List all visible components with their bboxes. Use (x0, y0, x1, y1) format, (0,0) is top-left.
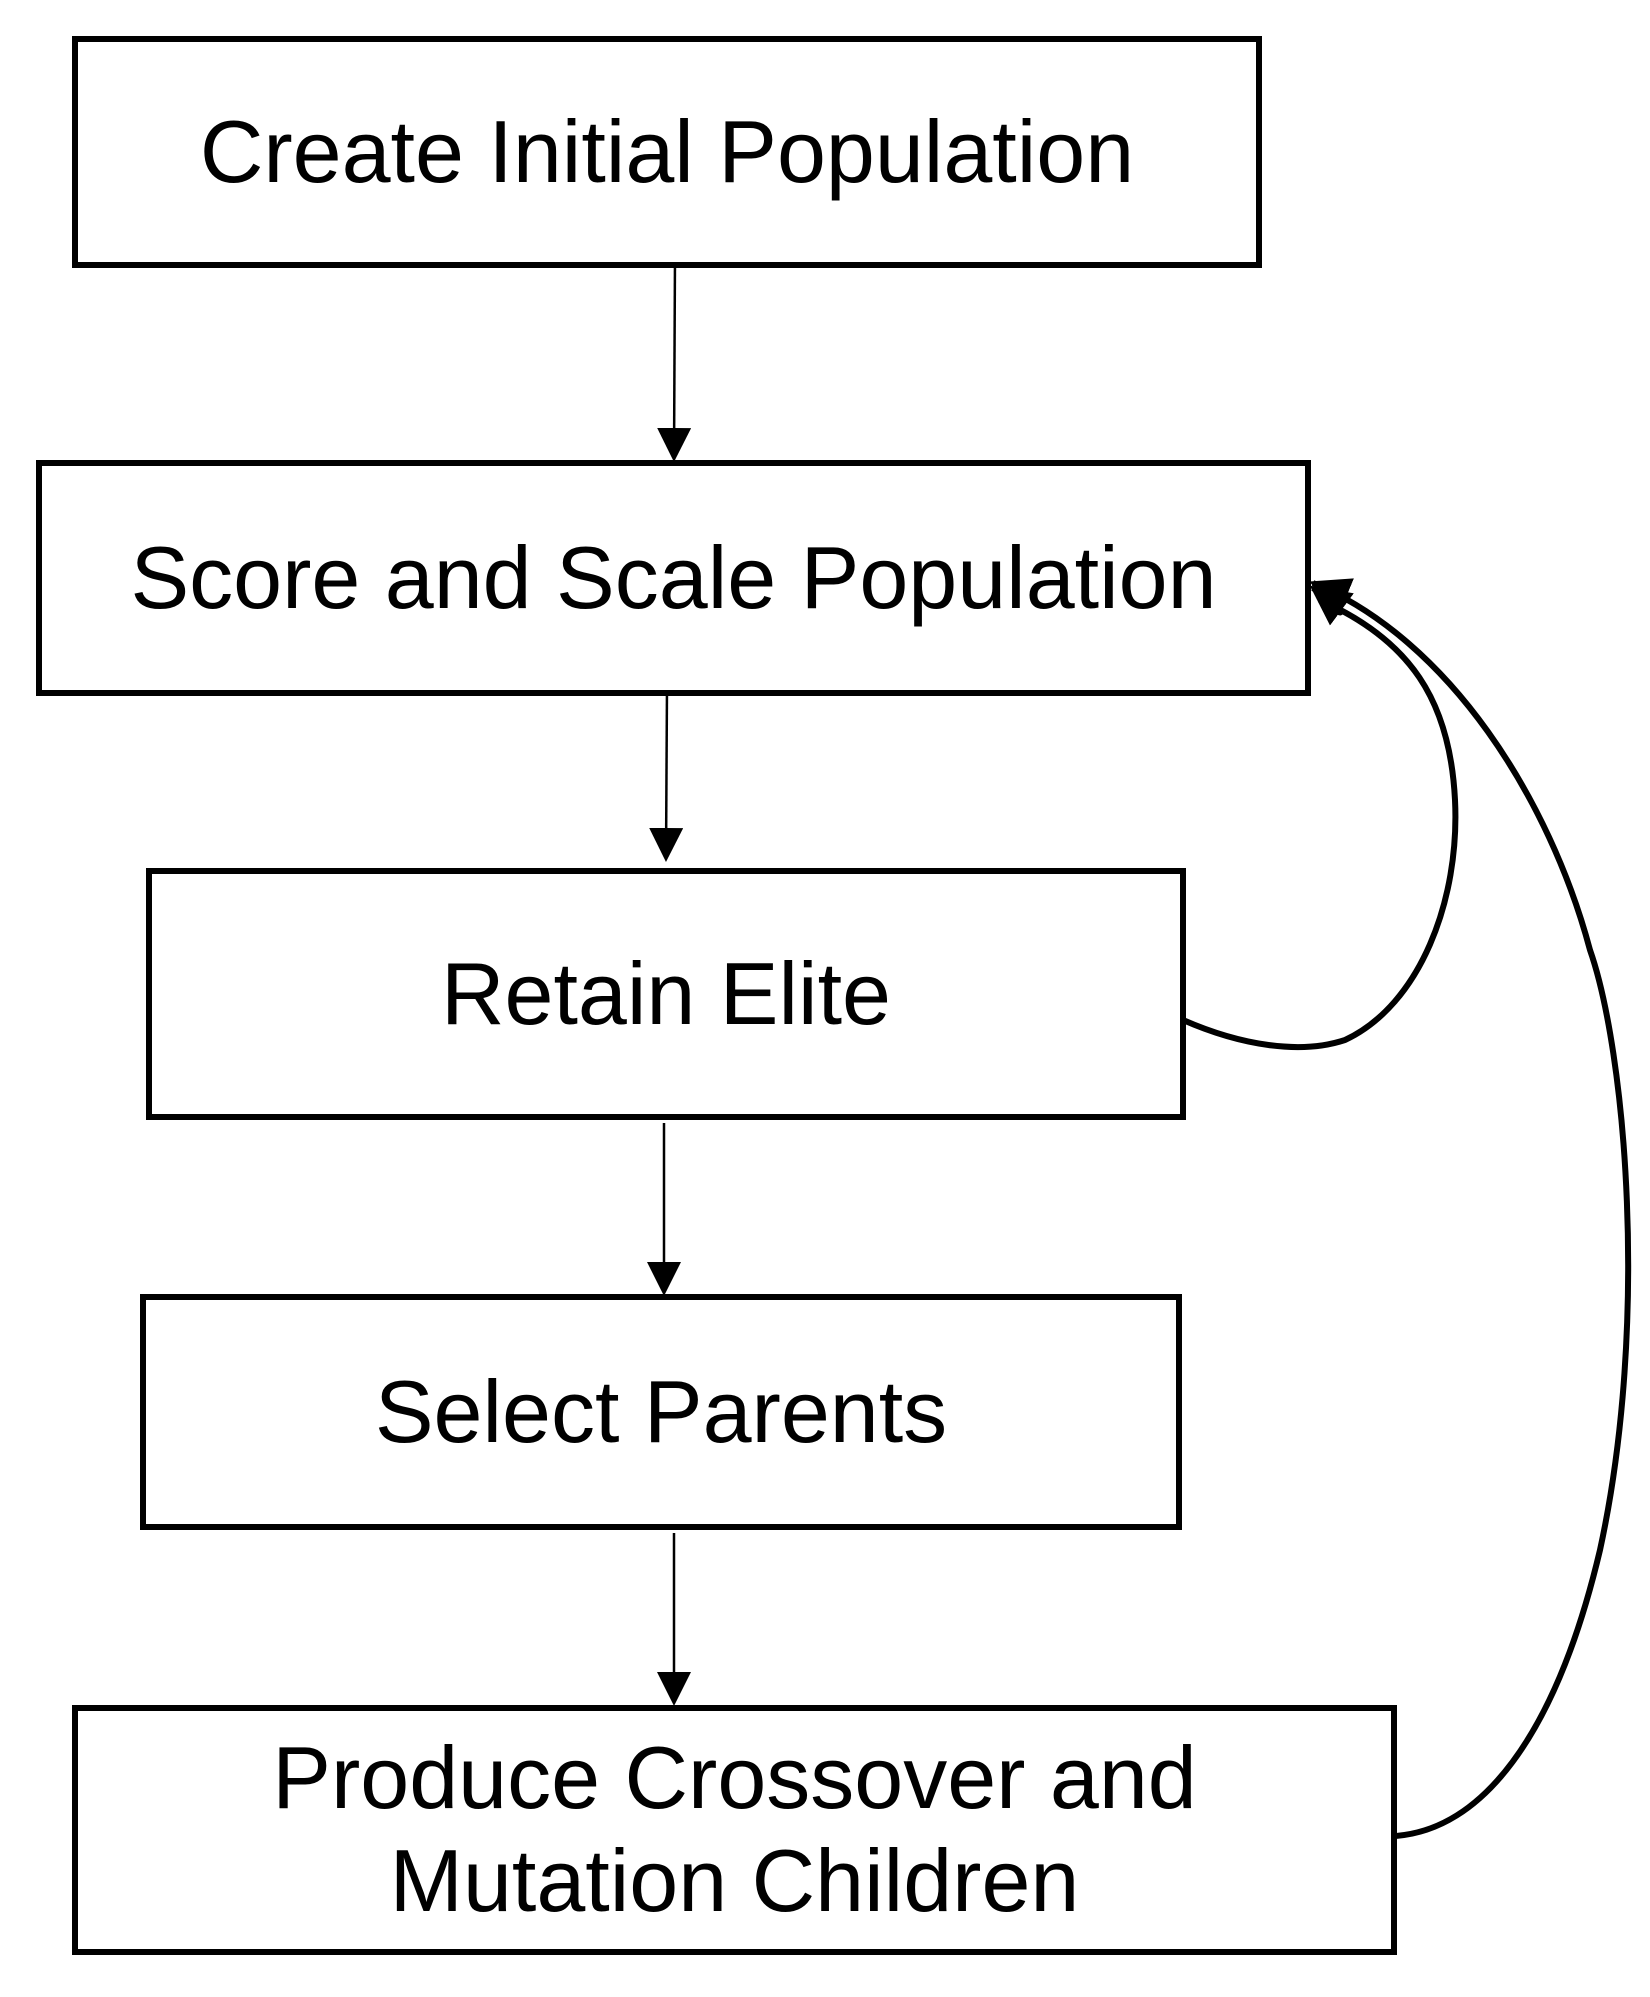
node-label: Select Parents (374, 1361, 948, 1461)
node-label: Retain Elite (440, 943, 891, 1043)
node-score-and-scale-population: Score and Scale Population (36, 460, 1311, 696)
arrow-score-to-elite (649, 684, 684, 862)
node-retain-elite: Retain Elite (146, 868, 1186, 1120)
node-produce-crossover-and-mutation-children: Produce Crossover and Mutation Children (72, 1705, 1397, 1955)
node-label: Score and Scale Population (130, 527, 1217, 627)
node-label: Create Initial Population (199, 101, 1135, 201)
loop-arrow-produce-to-score (1309, 578, 1632, 1839)
node-label: Produce Crossover and Mutation Children (272, 1728, 1197, 1930)
node-select-parents: Select Parents (140, 1294, 1182, 1530)
arrow-create-to-score (657, 254, 692, 462)
node-create-initial-population: Create Initial Population (72, 36, 1262, 268)
